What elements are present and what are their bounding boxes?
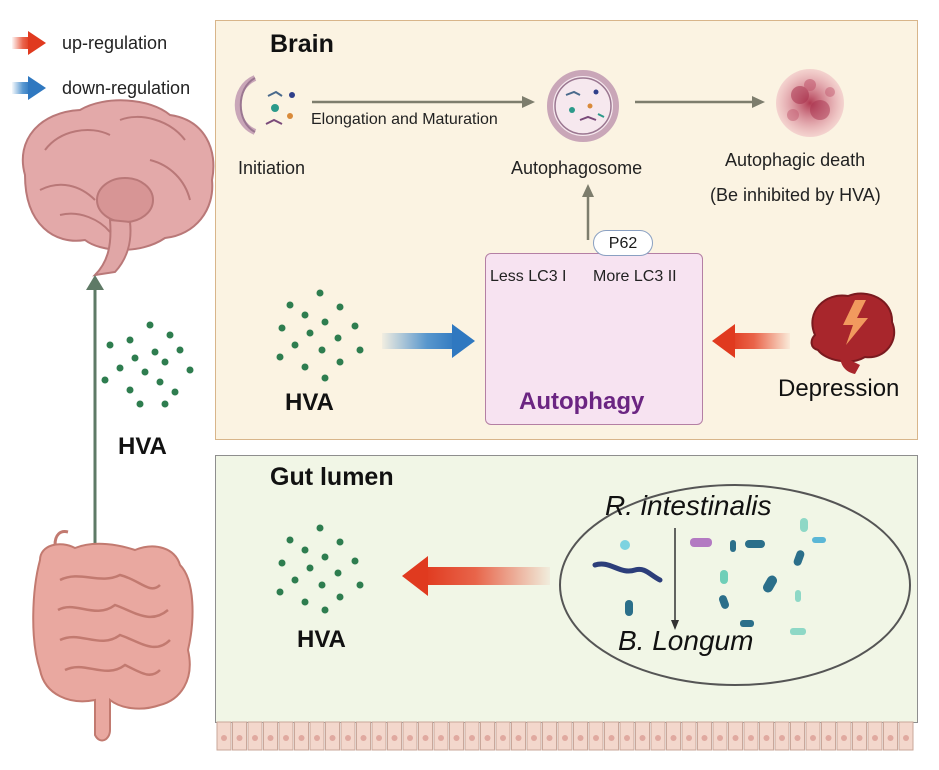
epithelial-nucleus	[484, 735, 491, 741]
death-arrow	[635, 96, 765, 108]
legend-up-label: up-regulation	[62, 33, 168, 53]
inhibited-by-hva-label: (Be inhibited by HVA)	[710, 185, 881, 205]
autophagosome-label: Autophagosome	[511, 158, 643, 178]
elongation-arrow	[312, 96, 535, 108]
epithelial-nucleus	[267, 735, 274, 741]
epithelial-nucleus	[469, 735, 475, 741]
epithelial-nucleus	[794, 735, 801, 741]
epithelial-nucleus	[763, 735, 770, 741]
epithelial-nucleus	[531, 735, 537, 741]
epithelial-nucleus	[407, 735, 413, 741]
brain-hva-label: HVA	[285, 389, 334, 416]
epithelial-nucleus	[221, 735, 227, 741]
epithelial-nucleus	[686, 735, 692, 741]
brain-hva-dots	[276, 289, 364, 382]
epithelial-nucleus	[670, 735, 677, 741]
less-lc3-label: Less LC3 I	[490, 268, 567, 285]
initiation-label: Initiation	[238, 158, 306, 178]
autophagic-death-label: Autophagic death	[725, 150, 866, 170]
autophagy-box	[485, 253, 703, 425]
epithelial-nucleus	[887, 735, 894, 741]
autophagosome-icon	[547, 70, 619, 142]
left-hva-dots	[101, 321, 194, 408]
p62-up-arrow	[582, 184, 594, 240]
epithelial-nucleus	[314, 735, 320, 741]
epithelial-nucleus	[748, 735, 754, 741]
depression-label: Depression	[778, 375, 900, 402]
depression-brain-icon	[810, 292, 896, 374]
autophagy-label: Autophagy	[519, 388, 645, 415]
depression-upregulation-arrow	[712, 324, 790, 358]
p62-badge: P62	[593, 230, 653, 256]
epithelial-nucleus	[825, 735, 832, 741]
epithelial-nucleus	[422, 735, 429, 741]
brain-panel-title: Brain	[270, 30, 334, 58]
legend-down-label: down-regulation	[62, 78, 191, 98]
epithelial-nucleus	[655, 735, 661, 741]
epithelial-nucleus	[856, 735, 863, 741]
epithelial-nucleus	[717, 735, 723, 741]
epithelial-nucleus	[252, 735, 258, 741]
epithelial-nucleus	[298, 735, 305, 741]
gut-hva-label: HVA	[297, 626, 346, 653]
epithelial-nucleus	[903, 735, 909, 741]
microbiota-ellipse	[559, 484, 911, 686]
gut-panel-title: Gut lumen	[270, 463, 394, 491]
initiation-phagophore-icon	[234, 75, 295, 135]
legend-up-arrow	[12, 31, 46, 55]
epithelial-nucleus	[345, 735, 351, 741]
epithelial-nucleus	[624, 735, 630, 741]
epithelial-nucleus	[391, 735, 398, 741]
more-lc3-label: More LC3 II	[593, 268, 677, 285]
epithelial-nucleus	[639, 735, 646, 741]
epithelial-nucleus	[500, 735, 506, 741]
epithelial-nucleus	[546, 735, 553, 741]
b-longum-label: B. Longum	[618, 625, 754, 656]
epithelial-nucleus	[329, 735, 336, 741]
epithelial-nucleus	[593, 735, 599, 741]
epithelial-nucleus	[701, 735, 708, 741]
epithelium-row	[216, 721, 914, 751]
epithelial-nucleus	[810, 735, 816, 741]
epithelial-nucleus	[872, 735, 878, 741]
epithelial-nucleus	[453, 735, 460, 741]
brain-illustration	[21, 99, 215, 277]
legend-down-arrow	[12, 76, 46, 100]
gut-hva-upregulation-arrow	[402, 556, 550, 596]
autophagic-death-icon	[776, 69, 844, 137]
epithelial-nucleus	[376, 735, 382, 741]
epithelial-nucleus	[608, 735, 615, 741]
epithelial-nucleus	[236, 735, 243, 741]
elongation-label: Elongation and Maturation	[311, 111, 498, 128]
epithelial-nucleus	[360, 735, 367, 741]
epithelial-nucleus	[841, 735, 847, 741]
epithelial-nucleus	[283, 735, 289, 741]
r-intestinalis-label: R. intestinalis	[605, 490, 772, 521]
epithelial-nucleus	[515, 735, 522, 741]
epithelial-nucleus	[438, 735, 444, 741]
epithelial-nucleus	[562, 735, 568, 741]
epithelial-nucleus	[577, 735, 584, 741]
gut-to-brain-arrow	[86, 275, 104, 560]
epithelial-nucleus	[779, 735, 785, 741]
hva-downregulation-arrow	[382, 324, 475, 358]
left-hva-label: HVA	[118, 433, 167, 460]
intestine-illustration	[32, 530, 194, 742]
epithelial-nucleus	[732, 735, 739, 741]
gut-hva-dots	[276, 524, 364, 614]
